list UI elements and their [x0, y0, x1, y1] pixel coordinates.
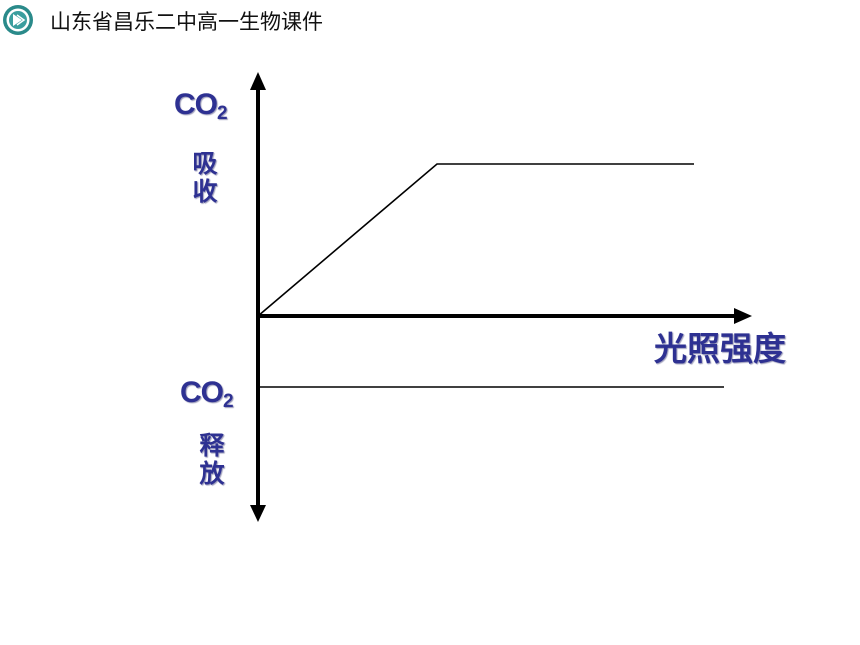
y-axis-arrow-up: [250, 72, 266, 90]
slide-header: 山东省昌乐二中高一生物课件: [0, 0, 860, 40]
school-emblem-icon: [3, 5, 33, 35]
co2-absorb-label: CO2: [174, 88, 228, 124]
x-axis-arrow: [734, 308, 752, 324]
co2-release-label: CO2: [180, 376, 234, 412]
absorb-label: 吸收: [192, 149, 218, 206]
absorption-curve: [257, 163, 694, 317]
header-title: 山东省昌乐二中高一生物课件: [50, 10, 323, 34]
release-label: 释放: [199, 431, 225, 488]
x-axis-label: 光照强度: [654, 329, 786, 368]
y-axis-arrow-down: [250, 505, 266, 522]
